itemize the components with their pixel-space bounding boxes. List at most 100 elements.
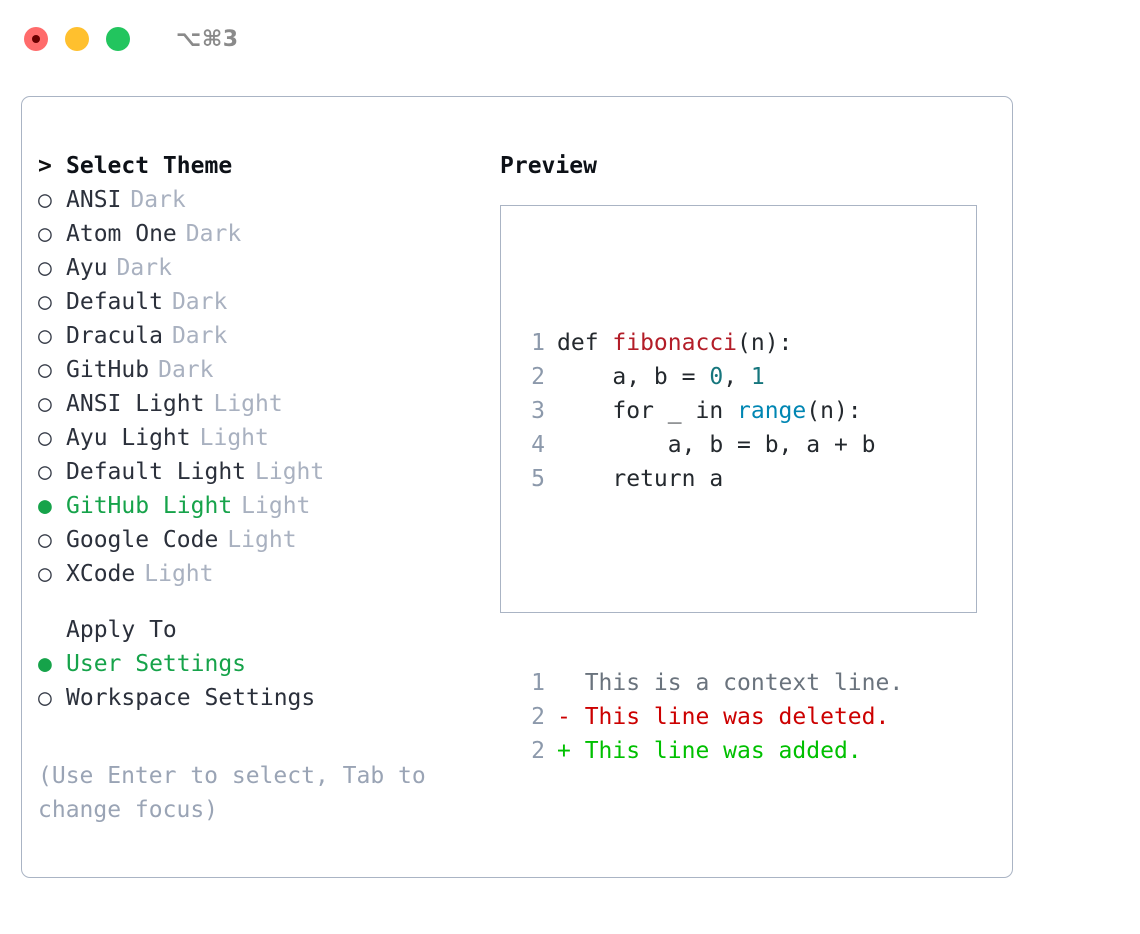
theme-variant-label: Dark xyxy=(130,187,186,213)
theme-variant-label: Light xyxy=(213,391,283,417)
minimize-button[interactable] xyxy=(65,27,89,51)
radio-selected-icon: ● xyxy=(38,493,52,519)
theme-list-item[interactable]: ○ Ayu Light Light xyxy=(38,421,498,455)
radio-unselected-icon: ○ xyxy=(38,221,52,247)
preview-title: Preview xyxy=(500,153,597,179)
code-token: + This line was added. xyxy=(557,738,862,764)
radio-selected-icon: ● xyxy=(38,651,52,677)
line-number: 4 xyxy=(531,432,545,458)
code-line: 5 return a xyxy=(519,462,903,496)
theme-name: Google Code xyxy=(66,527,219,553)
theme-name: XCode xyxy=(66,561,136,587)
theme-list-item[interactable]: ○ GitHub Dark xyxy=(38,353,498,387)
theme-variant-label: Dark xyxy=(185,221,242,247)
theme-variant-label: Dark xyxy=(171,323,228,349)
radio-unselected-icon: ○ xyxy=(38,527,52,553)
code-token: return a xyxy=(557,466,724,492)
theme-name: Default Light xyxy=(66,459,247,485)
radio-unselected-icon: ○ xyxy=(38,459,52,485)
theme-list-item[interactable]: ● GitHub Light Light xyxy=(38,489,498,523)
prompt-caret-icon: > xyxy=(38,153,52,179)
code-line: 4 a, b = b, a + b xyxy=(519,428,903,462)
theme-variant-label: Light xyxy=(255,459,325,485)
maximize-button[interactable] xyxy=(106,27,130,51)
code-token: a, b = xyxy=(557,364,710,390)
theme-name: GitHub Light xyxy=(66,493,233,519)
apply-to-option[interactable]: ● User Settings xyxy=(38,647,498,681)
line-number: 2 xyxy=(531,364,545,390)
apply-to-label: Workspace Settings xyxy=(66,685,316,711)
line-number: 1 xyxy=(531,670,545,696)
radio-unselected-icon: ○ xyxy=(38,561,52,587)
close-button[interactable] xyxy=(24,27,48,51)
theme-list-item[interactable]: ○ ANSI Light Light xyxy=(38,387,498,421)
theme-name: Dracula xyxy=(66,323,163,349)
theme-variant-label: Light xyxy=(227,527,297,553)
traffic-lights xyxy=(24,27,130,51)
title-bar: ⌥⌘3 xyxy=(0,0,1140,78)
radio-unselected-icon: ○ xyxy=(38,391,52,417)
line-number: 2 xyxy=(531,704,545,730)
apply-to-options: ● User Settings ○ Workspace Settings xyxy=(38,647,498,715)
theme-name: Ayu Light xyxy=(66,425,191,451)
code-token: (n): xyxy=(737,330,793,356)
apply-to-marker-placeholder: ○ xyxy=(38,613,66,647)
apply-to-title: Apply To xyxy=(66,617,177,643)
radio-unselected-icon: ○ xyxy=(38,357,52,383)
theme-list-item[interactable]: ○ ANSI Dark xyxy=(38,183,498,217)
select-theme-header: > Select Theme xyxy=(38,149,498,183)
apply-to-header: ○ Apply To xyxy=(38,613,498,647)
code-token: a, b = b, a + b xyxy=(557,432,876,458)
code-token: , xyxy=(723,364,751,390)
theme-name: Default xyxy=(66,289,163,315)
radio-unselected-icon: ○ xyxy=(38,425,52,451)
radio-unselected-icon: ○ xyxy=(38,187,52,213)
theme-variant-label: Light xyxy=(241,493,311,519)
code-token: 0 xyxy=(709,364,724,390)
theme-list-item[interactable]: ○ Default Light Light xyxy=(38,455,498,489)
apply-to-label: User Settings xyxy=(66,651,247,677)
diff-block: 1 This is a context line.2- This line wa… xyxy=(519,666,903,768)
theme-name: ANSI xyxy=(66,187,122,213)
code-token: range xyxy=(737,398,807,424)
theme-variant-label: Dark xyxy=(158,357,214,383)
diff-line: 2 + This line was added. xyxy=(519,734,903,768)
code-token: fibonacci xyxy=(612,330,738,356)
theme-name: ANSI Light xyxy=(66,391,205,417)
line-number: 1 xyxy=(531,330,545,356)
theme-list-item[interactable]: ○ XCode Light xyxy=(38,557,498,591)
theme-variant-label: Dark xyxy=(116,255,172,281)
keyboard-hint-text: (Use Enter to select, Tab to change focu… xyxy=(38,763,426,823)
code-line: 2 a, b = 0, 1 xyxy=(519,360,903,394)
line-number: 5 xyxy=(531,466,545,492)
radio-unselected-icon: ○ xyxy=(38,255,52,281)
theme-variant-label: Light xyxy=(144,561,214,587)
theme-list-item[interactable]: ○ Google Code Light xyxy=(38,523,498,557)
theme-variant-label: Light xyxy=(199,425,269,451)
radio-unselected-icon: ○ xyxy=(38,685,52,711)
code-token: for _ in xyxy=(557,398,738,424)
keyboard-shortcut-label: ⌥⌘3 xyxy=(176,26,239,52)
code-token: (n): xyxy=(806,398,862,424)
apply-to-option[interactable]: ○ Workspace Settings xyxy=(38,681,498,715)
line-number: 2 xyxy=(531,738,545,764)
code-line: 3 for _ in range(n): xyxy=(519,394,903,428)
code-token: This is a context line. xyxy=(557,670,904,696)
select-theme-title: Select Theme xyxy=(66,153,233,179)
theme-name: GitHub xyxy=(66,357,150,383)
theme-variant-label: Dark xyxy=(171,289,228,315)
diff-line: 2- This line was deleted. xyxy=(519,700,903,734)
code-diff-separator xyxy=(519,564,903,598)
diff-line: 1 This is a context line. xyxy=(519,666,903,700)
